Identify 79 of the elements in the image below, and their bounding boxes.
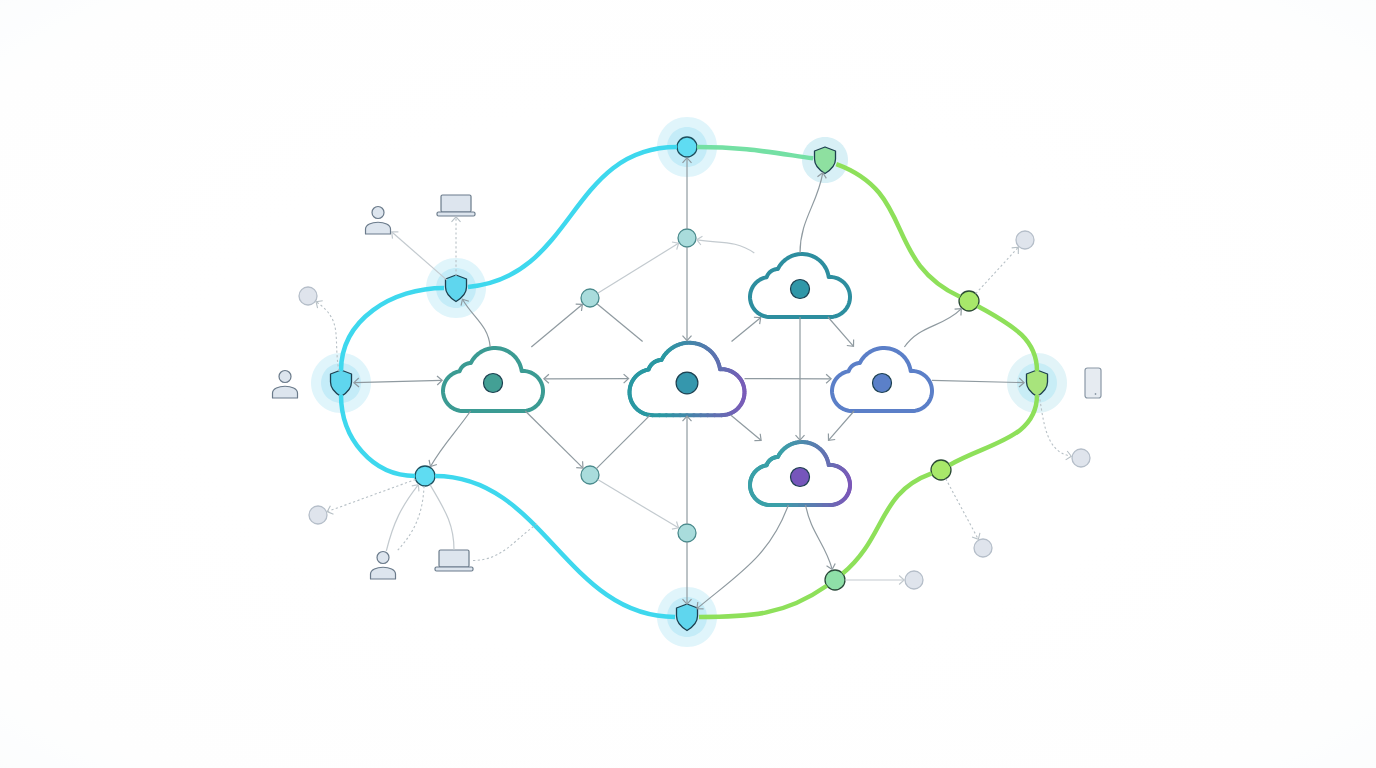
person-icon [369,550,397,580]
arrow [460,298,491,348]
arrow [794,316,806,441]
shield-icon [813,146,837,175]
arrow [799,171,827,254]
connector-line [596,303,644,343]
shield-icon [329,369,353,398]
cloud-icon [830,346,934,413]
curved-line [338,285,445,372]
dot [930,459,952,481]
curved-line [976,304,1040,372]
phone-icon [1084,367,1102,399]
curved-line [841,471,933,576]
dot [677,228,697,248]
arrow [524,410,584,469]
dot [1071,448,1091,468]
cloud-icon [748,440,852,507]
arrow [530,303,584,348]
shield-icon [444,274,468,303]
arrow [681,415,693,525]
arrow [391,231,448,281]
person-icon [364,205,392,235]
arrow [903,308,962,348]
arrow [385,483,420,552]
dotted-line [472,523,538,562]
cloud-icon [748,252,852,319]
dot [676,136,698,158]
arrow [931,377,1025,388]
connector-line [595,414,651,470]
dot [580,288,600,308]
double-arrow [543,373,630,384]
curved-line [697,144,814,161]
arrow [597,241,680,294]
shield-icon [1025,369,1049,398]
dotted-line [395,485,425,553]
dot [1015,230,1035,250]
arrow [827,316,855,347]
dot [973,538,993,558]
curved-line [948,394,1040,467]
arrow [597,479,680,530]
arrow [844,574,905,586]
dotted-arrow [315,300,340,372]
dot [824,569,846,591]
shield-icon [675,603,699,632]
arrow [681,246,693,342]
dotted-arrow [450,216,462,277]
arrow [827,410,855,441]
dotted-arrow [1038,394,1073,461]
dot [414,465,436,487]
arrow [730,414,762,442]
dot [580,465,600,485]
cloud-icon [441,346,545,413]
dot [298,286,318,306]
arrow [743,373,832,384]
arrow [695,235,755,254]
arrow [681,157,693,230]
curved-line [835,162,962,299]
curved-line [434,473,676,620]
dotted-arrow [975,246,1019,295]
dotted-arrow [945,478,981,541]
laptop-icon [434,549,474,572]
dot [308,505,328,525]
arrow [681,541,693,605]
curved-line [699,583,829,620]
dot [677,523,697,543]
arrow [696,504,789,610]
dot [904,570,924,590]
connector-line [429,484,455,551]
arrow [730,316,762,343]
laptop-icon [436,194,476,217]
dot [958,290,980,312]
dotted-arrow [326,478,417,515]
cloud-icon [627,340,747,418]
curved-line [467,144,678,290]
curved-line [338,394,416,479]
arrow [428,410,472,468]
arrow [805,504,836,571]
person-icon [271,369,299,399]
double-arrow [353,375,443,388]
